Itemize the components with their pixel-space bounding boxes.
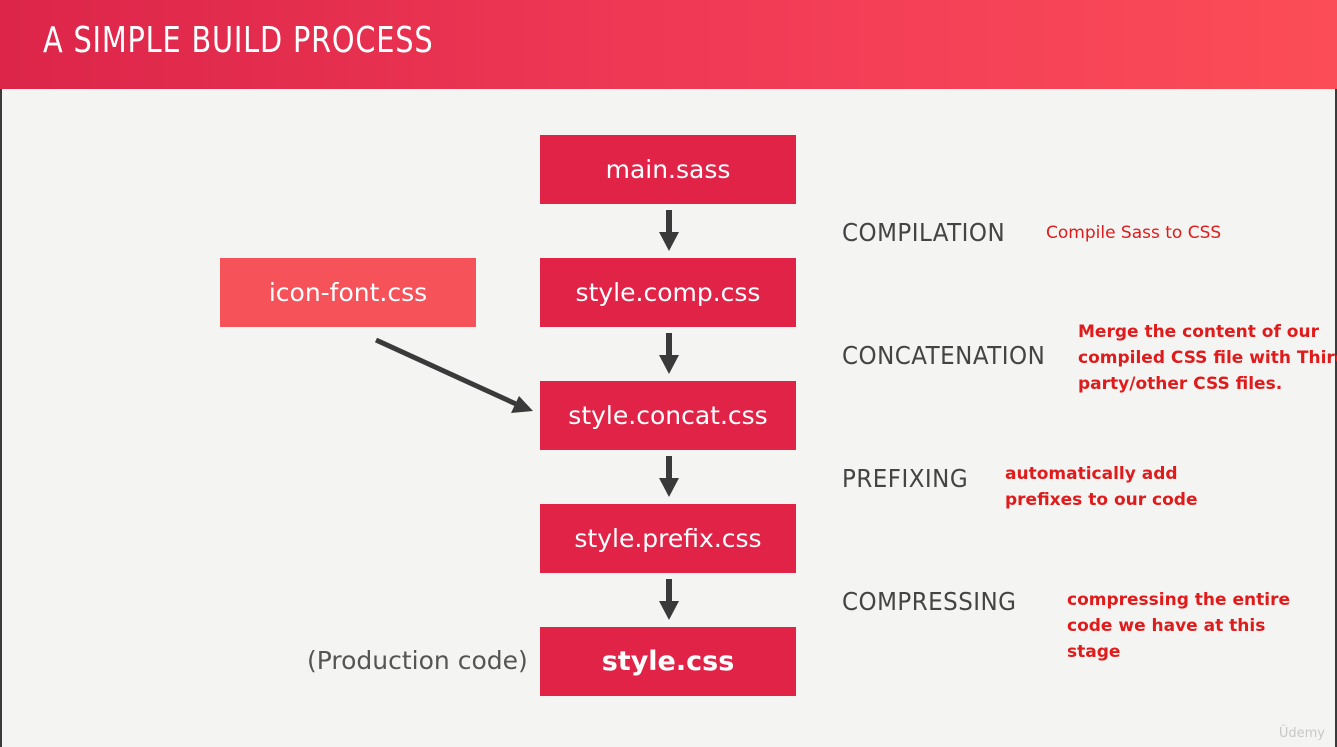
- note-line: Merge the content of our: [1078, 322, 1319, 342]
- arrow-diagonal: [374, 337, 533, 413]
- udemy-watermark: Ûdemy: [1278, 726, 1325, 741]
- arrow-down-1: [659, 210, 679, 251]
- arrow-down-3: [659, 456, 679, 497]
- note-line: code we have at this: [1067, 616, 1266, 636]
- file-box-style-final: style.css: [540, 627, 796, 696]
- stage-label-concatenation: CONCATENATION: [842, 341, 1046, 370]
- note-line: party/other CSS files.: [1078, 374, 1283, 394]
- frame-border-right: [1335, 89, 1337, 747]
- file-box-style-comp: style.comp.css: [540, 258, 796, 327]
- slide-header: A SIMPLE BUILD PROCESS: [0, 0, 1337, 89]
- stage-label-compressing: COMPRESSING: [842, 587, 1017, 616]
- note-compilation: Compile Sass to CSS: [1046, 220, 1221, 246]
- note-line: compressing the entire: [1067, 590, 1290, 610]
- note-prefixing: automatically add prefixes to our code: [1005, 461, 1197, 513]
- stage-label-prefixing: PREFIXING: [842, 464, 969, 493]
- file-box-style-concat: style.concat.css: [540, 381, 796, 450]
- file-box-style-prefix: style.prefix.css: [540, 504, 796, 573]
- note-line: automatically add: [1005, 464, 1178, 484]
- note-line: stage: [1067, 642, 1121, 662]
- note-compressing: compressing the entire code we have at t…: [1067, 587, 1290, 665]
- note-line: prefixes to our code: [1005, 490, 1198, 510]
- arrow-down-4: [659, 579, 679, 620]
- frame-border-left: [0, 89, 2, 747]
- production-code-label: (Production code): [307, 646, 528, 675]
- file-box-icon-font: icon-font.css: [220, 258, 476, 327]
- stage-label-compilation: COMPILATION: [842, 218, 1006, 247]
- note-concatenation: Merge the content of our compiled CSS fi…: [1078, 319, 1337, 397]
- arrow-down-2: [659, 333, 679, 374]
- note-line: compiled CSS file with Third-: [1078, 348, 1337, 368]
- note-line: Compile Sass to CSS: [1046, 223, 1222, 243]
- file-box-main-sass: main.sass: [540, 135, 796, 204]
- slide-title: A SIMPLE BUILD PROCESS: [43, 20, 434, 61]
